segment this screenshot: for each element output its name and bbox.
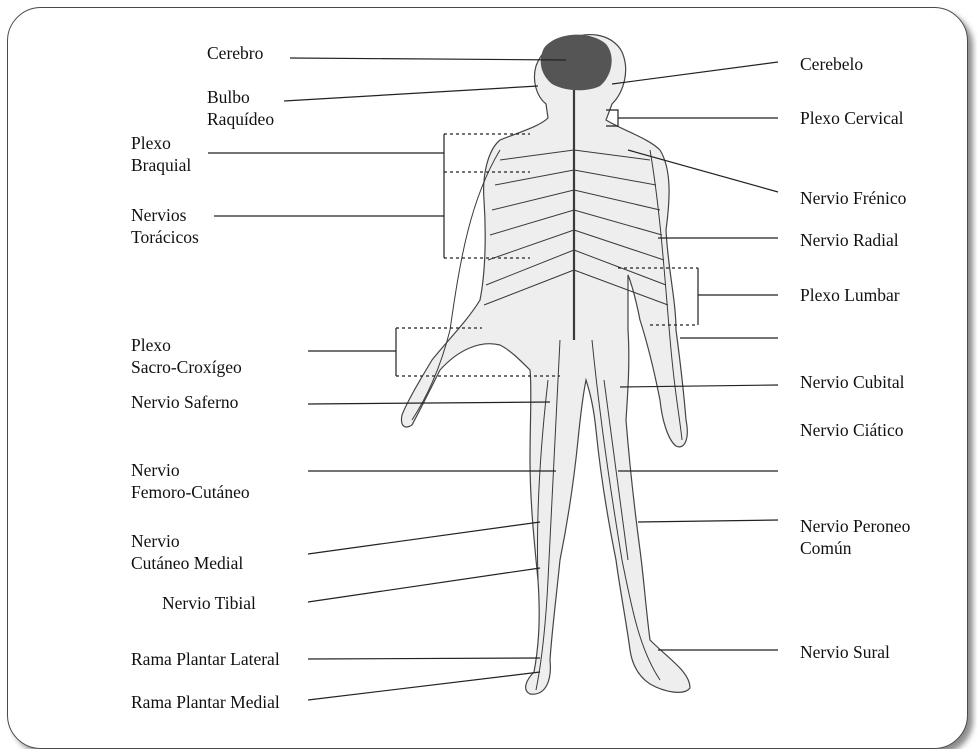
label-nervio-femoro: Nervio Femoro-Cutáneo [131,459,250,503]
brain-shape [541,35,612,91]
label-nervio-cubital: Nervio Cubital [800,371,905,393]
label-plexo-braquial: Plexo Braquial [131,132,191,176]
label-nervio-tibial: Nervio Tibial [162,592,256,614]
label-plexo-cervical: Plexo Cervical [800,107,904,129]
label-nervio-frenico: Nervio Frénico [800,187,906,209]
label-nervio-peroneo: Nervio Peroneo Común [800,515,910,559]
label-nervios-toracicos: Nervios Torácicos [131,204,199,248]
label-plexo-lumbar: Plexo Lumbar [800,284,900,306]
label-plexo-sacro: Plexo Sacro-Croxígeo [131,334,242,378]
label-nervio-cutaneo: Nervio Cutáneo Medial [131,530,243,574]
label-cerebelo: Cerebelo [800,53,863,75]
label-nervio-saferno: Nervio Saferno [131,391,238,413]
label-rama-plantar-lateral: Rama Plantar Lateral [131,648,280,670]
label-cerebro: Cerebro [207,42,263,64]
label-rama-plantar-medial: Rama Plantar Medial [131,691,280,713]
label-nervio-sural: Nervio Sural [800,641,890,663]
label-nervio-ciatico: Nervio Ciático [800,419,904,441]
label-bulbo-raquideo: Bulbo Raquídeo [207,86,274,130]
label-nervio-radial: Nervio Radial [800,229,899,251]
